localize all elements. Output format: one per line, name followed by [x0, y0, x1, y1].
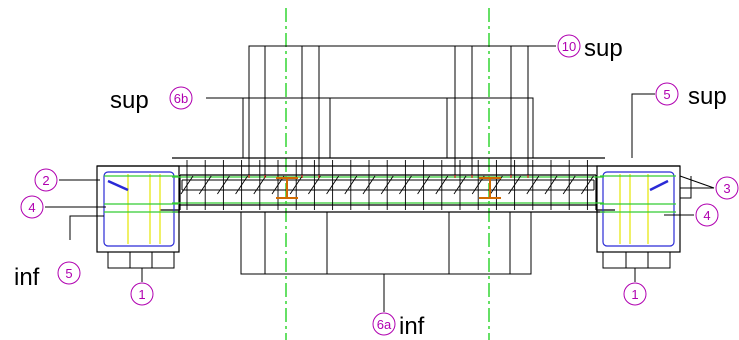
tag-5-top: 5 — [655, 82, 679, 106]
right-edge-beam — [596, 165, 681, 253]
steel-beam-right — [479, 177, 501, 199]
svg-text:4: 4 — [703, 208, 710, 223]
bar-diagonal — [508, 175, 521, 195]
bar-diagonal — [344, 175, 358, 195]
bar-diagonal — [380, 175, 394, 195]
svg-text:2: 2 — [42, 173, 49, 188]
bar-diagonal — [198, 175, 212, 195]
leader-lines — [45, 45, 715, 312]
slab-rebars — [172, 176, 604, 204]
bar-diagonal — [399, 175, 412, 195]
tag-5-left: 5 — [57, 261, 81, 285]
bar-diagonal — [253, 175, 267, 195]
tag-4-left: 4 — [20, 195, 44, 219]
svg-text:5: 5 — [65, 266, 72, 281]
label-inf-left: inf — [14, 264, 40, 291]
svg-text:1: 1 — [631, 287, 638, 302]
bar-diagonal — [544, 175, 558, 195]
bar-diagonal — [180, 175, 194, 195]
svg-text:3: 3 — [723, 181, 730, 196]
svg-text:4: 4 — [28, 200, 35, 215]
left-edge-beam — [96, 165, 180, 253]
bar-diagonal — [289, 175, 303, 195]
slab-bar-ticks — [180, 160, 594, 210]
bar-diagonal — [435, 175, 449, 195]
tag-1-left: 1 — [130, 282, 154, 306]
svg-text:10: 10 — [562, 39, 576, 54]
slab-outline — [97, 157, 680, 213]
svg-text:1: 1 — [138, 287, 145, 302]
tag-3: 3 — [715, 176, 739, 200]
bar-diagonal — [217, 175, 230, 195]
tag-6b: 6b — [169, 86, 193, 110]
bar-diagonal — [581, 175, 594, 195]
tag-6a: 6a — [372, 312, 396, 336]
svg-text:5: 5 — [663, 87, 670, 102]
bar-diagonal — [562, 175, 576, 195]
label-inf-bottom: inf — [399, 313, 425, 340]
label-sup-top: sup — [584, 35, 623, 62]
svg-text:6b: 6b — [174, 91, 188, 106]
tag-4-right: 4 — [695, 203, 719, 227]
bar-diagonal — [308, 175, 321, 195]
bar-diagonal — [326, 175, 339, 195]
tag-2: 2 — [34, 168, 58, 192]
tag-1-right: 1 — [623, 282, 647, 306]
bar-diagonal — [526, 175, 540, 195]
label-sup-right: sup — [688, 83, 727, 110]
steel-beam-left — [276, 177, 298, 199]
bar-diagonal — [235, 175, 248, 195]
bar-diagonal — [453, 175, 467, 195]
bar-diagonal — [417, 175, 430, 195]
bar-diagonal — [362, 175, 376, 195]
svg-text:6a: 6a — [377, 317, 392, 332]
label-sup-left: sup — [110, 87, 149, 114]
tag-10: 10 — [557, 34, 581, 58]
